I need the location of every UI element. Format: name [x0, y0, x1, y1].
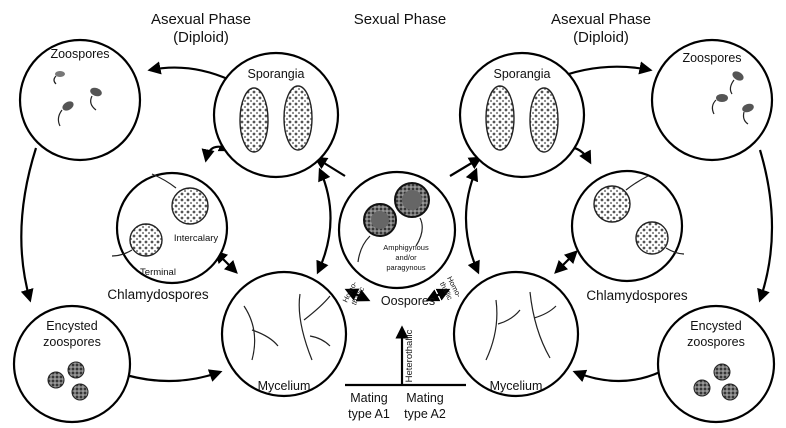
- arrow-sporangia-mycelium-right: [466, 170, 478, 272]
- zoospores-label-left: Zoospores: [50, 47, 109, 61]
- terminal-label: Terminal: [140, 267, 176, 278]
- chlamydospores-label-left: Chlamydospores: [107, 287, 209, 302]
- arrow-encysted-to-mycelium-left: [116, 372, 220, 381]
- header-left-line1: Asexual Phase: [151, 11, 251, 28]
- amphigynous-label-line2: and/or: [395, 253, 417, 262]
- zoospores-node-left: Zoospores: [20, 40, 140, 160]
- arrow-encysted-to-mycelium-right: [575, 372, 660, 381]
- heterothallic-label: Heterothallic: [404, 329, 415, 382]
- header-right-line1: Asexual Phase: [551, 11, 651, 28]
- encysted-label-left-line1: Encysted: [46, 319, 97, 333]
- arrow-zoospores-to-encysted-right: [760, 150, 772, 300]
- sporangia-label-left: Sporangia: [248, 67, 305, 81]
- header-right-line2: (Diploid): [573, 29, 629, 46]
- mating-a1-line1: Mating: [350, 391, 388, 405]
- amphigynous-label-line3: paragynous: [386, 263, 425, 272]
- header-left-line2: (Diploid): [173, 29, 229, 46]
- amphigynous-label-line1: Amphigynous: [383, 243, 429, 252]
- encysted-label-right-line1: Encysted: [690, 319, 741, 333]
- homothallic-label-right: Homo- thallic: [437, 275, 463, 304]
- intercalary-label: Intercalary: [174, 233, 219, 244]
- encysted-node-left: Encysted zoospores: [14, 306, 130, 422]
- zoospores-node-right: Zoospores: [652, 40, 772, 160]
- chlamydospores-node-left: Intercalary Terminal: [112, 173, 227, 283]
- encysted-node-right: Encysted zoospores: [658, 306, 774, 422]
- encysted-label-left-line2: zoospores: [43, 335, 101, 349]
- mycelium-node-left: Mycelium: [222, 272, 346, 396]
- chlamydospores-label-right: Chlamydospores: [586, 288, 688, 303]
- sporangia-label-right: Sporangia: [494, 67, 551, 81]
- arrow-sporangia-mycelium-left: [318, 170, 331, 272]
- header-center: Sexual Phase: [354, 11, 447, 28]
- arrow-sporangia-to-zoospores-left: [150, 68, 230, 80]
- mating-a1-line2: type A1: [348, 407, 390, 421]
- oospores-node: Amphigynous and/or paragynous: [339, 172, 455, 288]
- mating-a2-line2: type A2: [404, 407, 446, 421]
- oospores-label: Oospores: [381, 294, 435, 308]
- sporangia-node-left: Sporangia: [214, 53, 338, 177]
- mycelium-label-right: Mycelium: [490, 379, 543, 393]
- chlamydospores-node-right: [572, 171, 684, 281]
- arrow-chlamy-mycelium-right: [556, 252, 576, 272]
- mycelium-node-right: Mycelium: [454, 272, 578, 396]
- mating-a2-line1: Mating: [406, 391, 444, 405]
- homothallic-label-left: Homo- thallic: [341, 279, 367, 308]
- zoospores-label-right: Zoospores: [682, 51, 741, 65]
- sporangia-node-right: Sporangia: [460, 53, 584, 177]
- arrow-zoospores-to-encysted-left: [21, 148, 36, 300]
- mycelium-label-left: Mycelium: [258, 379, 311, 393]
- encysted-label-right-line2: zoospores: [687, 335, 745, 349]
